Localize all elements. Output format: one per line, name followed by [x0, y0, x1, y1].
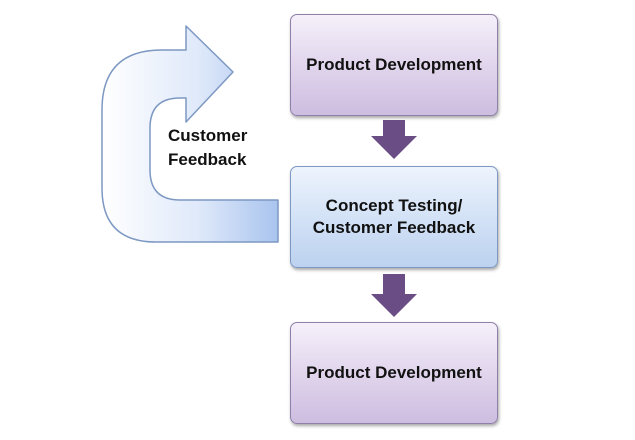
down-arrow-icon — [371, 120, 417, 159]
u-turn-arrow-icon — [101, 25, 279, 243]
box-middle-label-line-1: Concept Testing/ — [325, 196, 463, 215]
down-arrow-icon — [371, 274, 417, 317]
product-development-box-top: Product Development — [290, 14, 498, 116]
loop-label: Customer Feedback — [168, 124, 268, 172]
box-top-label: Product Development — [306, 55, 482, 74]
concept-testing-box: Concept Testing/ Customer Feedback — [290, 166, 498, 268]
loop-label-line-1: Customer — [168, 126, 248, 145]
loop-label-line-2: Feedback — [168, 150, 247, 169]
product-development-box-bottom: Product Development — [290, 322, 498, 424]
box-middle-label-line-2: Customer Feedback — [312, 218, 476, 237]
box-bottom-label: Product Development — [306, 363, 482, 382]
